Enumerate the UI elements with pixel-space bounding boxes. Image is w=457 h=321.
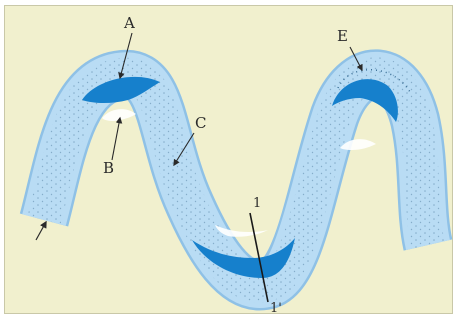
section-label-top: 1 [253, 196, 262, 211]
flow-direction-arrow [35, 220, 47, 241]
deep-pool-e [332, 79, 398, 122]
cross-section-line [249, 212, 269, 303]
sand-bar-e [340, 139, 376, 150]
deep-pool-a [82, 76, 160, 103]
label-e: E [337, 27, 348, 45]
label-a: A [124, 14, 135, 32]
leader-arrow-a [118, 32, 133, 80]
leader-arrow-c [173, 132, 195, 167]
sand-bar-b [102, 109, 136, 121]
label-b: B [103, 159, 115, 177]
section-label-bottom: 1' [270, 301, 282, 316]
deep-pool-bottom [192, 238, 295, 278]
leader-arrow-b [111, 116, 123, 161]
leader-arrow-e [349, 46, 363, 72]
label-c: C [195, 114, 207, 132]
